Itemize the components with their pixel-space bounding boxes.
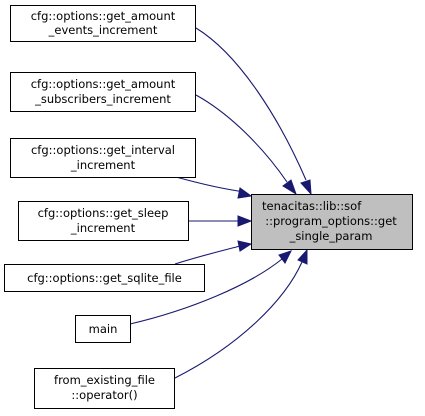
node-label-line: cfg::options::get_amount <box>31 77 176 91</box>
node-label-line: _events_increment <box>48 23 158 37</box>
edge-get-interval-increment-arrowhead <box>237 187 253 199</box>
node-label-line: main <box>89 322 118 336</box>
node-label-line: ::program_options::get <box>265 214 397 228</box>
caller-node-get-interval-increment[interactable]: cfg::options::get_interval _increment <box>10 138 196 178</box>
node-label-line: cfg::options::get_sqlite_file <box>27 271 182 285</box>
edge-get-amount-subscribers-increment-arrowhead <box>282 179 297 196</box>
edges <box>129 27 312 379</box>
edge-get-amount-events-increment <box>195 27 307 181</box>
caller-node-get-amount-events-increment[interactable]: cfg::options::get_amount _events_increme… <box>10 5 196 42</box>
target-node-get-single-param[interactable]: tenacitas::lib::sof ::program_options::g… <box>251 194 413 250</box>
edge-main-arrowhead <box>278 250 292 264</box>
caller-node-main[interactable]: main <box>75 315 131 343</box>
caller-node-get-amount-subscribers-increment[interactable]: cfg::options::get_amount _subscribers_in… <box>10 72 196 112</box>
edge-get-interval-increment <box>175 176 246 193</box>
caller-node-get-sqlite-file[interactable]: cfg::options::get_sqlite_file <box>4 264 205 292</box>
node-label-line: cfg::options::get_sleep <box>38 206 169 220</box>
node-label-line: cfg::options::get_interval <box>31 143 175 157</box>
node-label-line: _increment <box>70 221 136 235</box>
caller-node-get-sleep-increment[interactable]: cfg::options::get_sleep _increment <box>18 201 189 241</box>
node-label-line: _increment <box>70 158 136 172</box>
node-label-line: cfg::options::get_amount <box>31 9 176 23</box>
caller-node-from-existing-file-operator[interactable]: from_existing_file ::operator() <box>34 368 175 409</box>
edge-from-existing-file-operator-arrowhead <box>297 248 308 265</box>
node-label-line: ::operator() <box>71 388 137 402</box>
node-label-line: _subscribers_increment <box>34 92 171 106</box>
node-label-line: from_existing_file <box>54 373 155 387</box>
edge-get-amount-subscribers-increment <box>195 94 288 183</box>
edge-get-sqlite-file <box>174 245 241 265</box>
node-label-line: tenacitas::lib::sof <box>262 199 362 213</box>
edge-get-sqlite-file-arrowhead <box>237 240 253 252</box>
edge-get-sleep-increment-arrowhead <box>237 215 253 227</box>
edge-main <box>129 258 283 325</box>
edge-from-existing-file-operator <box>174 261 303 379</box>
edge-get-amount-events-increment-arrowhead <box>300 179 312 196</box>
node-label-line: _single_param <box>289 229 373 243</box>
